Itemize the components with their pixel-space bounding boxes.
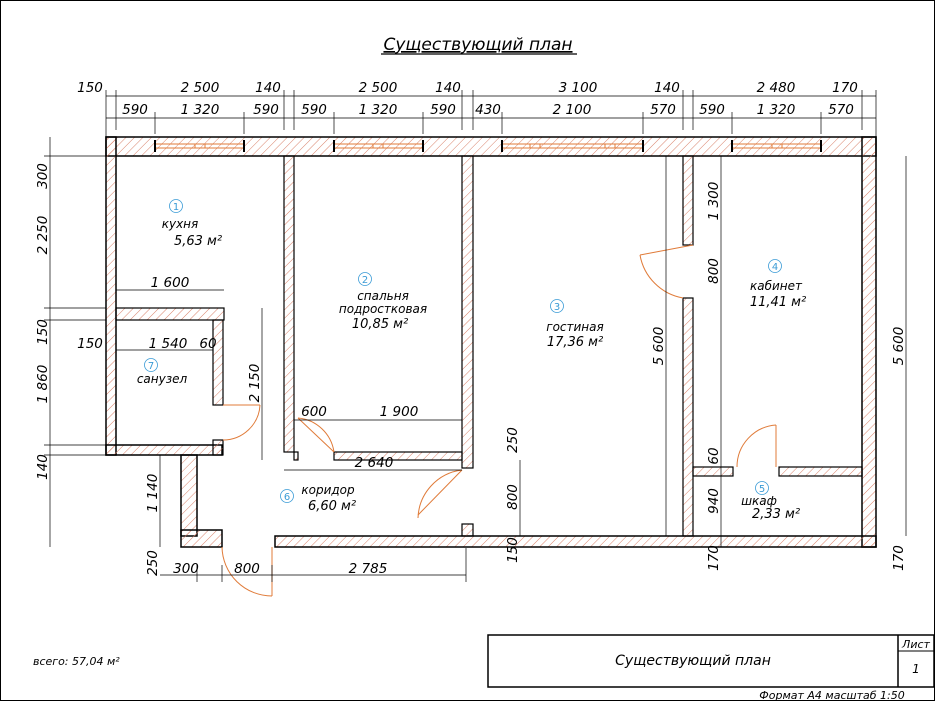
room-area: 2,33 м²: [752, 507, 800, 522]
room-number: 4: [772, 262, 778, 273]
dim-living-door-c: 150: [505, 537, 521, 563]
top-dimensions: 150 2 500 140 2 500 140 3 100 140 2 480 …: [77, 80, 858, 118]
dim-cab-e: 170: [706, 545, 722, 571]
dim-top-6: 140: [654, 80, 680, 96]
room-number: 5: [759, 484, 765, 495]
room-number: 1: [173, 202, 179, 213]
dim-living-height: 5 600: [651, 327, 667, 366]
dim-left-6: 250: [145, 550, 161, 576]
dim-bath-w2: 1 540: [149, 336, 188, 352]
dim-top-7: 2 480: [757, 80, 796, 96]
dim-top2-3: 590: [301, 102, 327, 118]
inner-dimensions: 1 600 150 1 540 60 2 150 600 1 900 2 640…: [77, 182, 907, 571]
dim-left-5: 1 140: [145, 474, 161, 513]
dim-top-4: 140: [435, 80, 461, 96]
room-number: 6: [284, 492, 290, 503]
dim-top2-11: 570: [828, 102, 854, 118]
dim-cab-b: 800: [706, 258, 722, 284]
dim-bottom-0: 300: [173, 561, 199, 577]
dim-bath-height: 2 150: [247, 364, 263, 403]
dim-left-2: 150: [35, 319, 51, 345]
stamp-sheet-label: Лист: [901, 638, 930, 651]
room-name: шкаф: [741, 494, 777, 508]
bottom-dimensions: 300 800 2 785: [173, 561, 387, 577]
dim-top-1: 2 500: [181, 80, 220, 96]
dim-top2-10: 1 320: [757, 102, 796, 118]
dim-living-door-b: 800: [505, 484, 521, 510]
dim-top-5: 3 100: [559, 80, 598, 96]
dim-cab-c: 60: [706, 447, 722, 464]
dim-bath-w3: 60: [199, 336, 216, 352]
room-closet: 5 шкаф 2,33 м²: [741, 481, 800, 522]
room-number: 3: [554, 302, 560, 313]
room-area: 6,60 м²: [308, 499, 356, 514]
dim-corr-width: 2 640: [355, 455, 394, 471]
dim-top2-0: 590: [122, 102, 148, 118]
dim-top2-6: 430: [475, 102, 501, 118]
room-area: 11,41 м²: [750, 295, 806, 310]
windows: [155, 143, 821, 149]
room-bedroom: 2 спальня подростковая 10,85 м²: [339, 272, 427, 332]
dim-top2-4: 1 320: [359, 102, 398, 118]
dim-living-door-a: 250: [505, 427, 521, 453]
room-area: 5,63 м²: [174, 234, 222, 249]
dim-right-height: 5 600: [891, 327, 907, 366]
dim-cab-a: 1 300: [706, 182, 722, 221]
room-area: 10,85 м²: [352, 317, 408, 332]
dim-left-3: 1 860: [35, 365, 51, 404]
dim-top-0: 150: [77, 80, 103, 96]
dim-right-bottom: 170: [891, 545, 907, 571]
dim-kitchen-width: 1 600: [151, 275, 190, 291]
dim-bed-width: 1 900: [380, 404, 419, 420]
room-name: санузел: [137, 372, 188, 386]
stamp-title: Существующий план: [615, 653, 771, 669]
walls: [105, 136, 877, 548]
dim-bottom-2: 2 785: [349, 561, 388, 577]
dim-top-8: 170: [832, 80, 858, 96]
dim-bed-door: 600: [301, 404, 327, 420]
dim-top2-5: 590: [430, 102, 456, 118]
room-corridor: 6 коридор 6,60 м²: [280, 483, 356, 514]
stamp-sheet-number: 1: [912, 662, 920, 676]
dim-left-4: 140: [35, 454, 51, 480]
room-name: гостиная: [546, 320, 603, 334]
dim-left-1: 2 250: [35, 216, 51, 255]
room-number: 2: [362, 275, 368, 286]
dimension-lines: [44, 90, 907, 582]
room-name: коридор: [301, 483, 355, 497]
doors: [221, 244, 777, 597]
room-name: кухня: [162, 217, 199, 231]
plan-title: Существующий план: [383, 35, 572, 55]
room-name: кабинет: [750, 279, 803, 293]
stamp-footer: Формат А4 масштаб 1:50: [759, 689, 904, 701]
room-name-line2: подростковая: [339, 302, 427, 316]
dim-cab-d: 940: [706, 488, 722, 514]
window-edges: [154, 140, 822, 152]
room-living: 3 гостиная 17,36 м²: [546, 299, 604, 350]
dim-bottom-1: 800: [234, 561, 260, 577]
room-kitchen: 1 кухня 5,63 м²: [162, 199, 222, 249]
room-number: 7: [148, 361, 154, 372]
left-dimensions: 300 2 250 150 1 860 140 1 140 250: [35, 163, 161, 576]
room-study: 4 кабинет 11,41 м²: [750, 259, 806, 310]
dim-top-3: 2 500: [359, 80, 398, 96]
dim-left-0: 300: [35, 163, 51, 189]
dim-top2-7: 2 100: [553, 102, 592, 118]
dim-top2-9: 590: [699, 102, 725, 118]
dim-top2-2: 590: [253, 102, 279, 118]
title-block: Существующий план Лист 1 Формат А4 масшт…: [487, 634, 935, 702]
dim-bath-w1: 150: [77, 336, 103, 352]
room-area: 17,36 м²: [547, 335, 603, 350]
room-bathroom: 7 санузел: [137, 358, 188, 386]
total-area: всего: 57,04 м²: [33, 655, 120, 668]
dim-top2-8: 570: [650, 102, 676, 118]
dim-top2-1: 1 320: [181, 102, 220, 118]
dim-top-2: 140: [255, 80, 281, 96]
room-name: спальня: [357, 289, 409, 303]
